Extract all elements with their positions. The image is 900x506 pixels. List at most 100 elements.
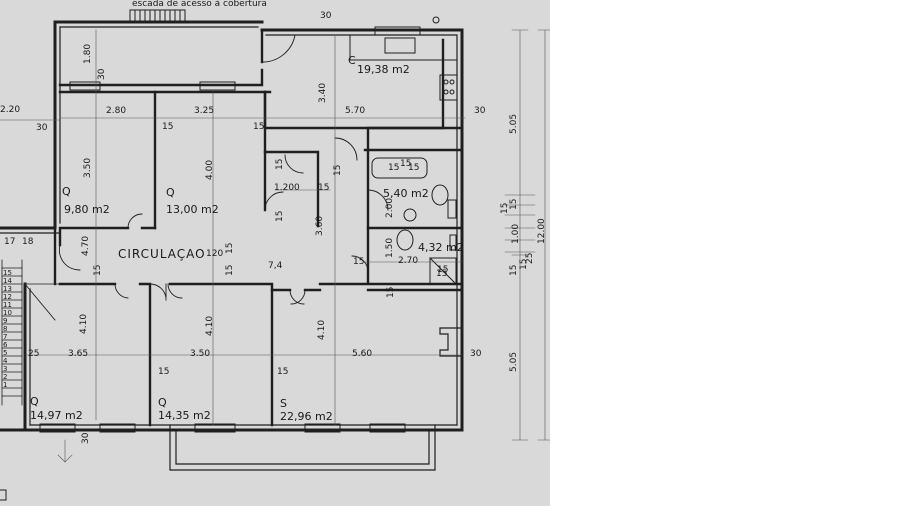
dim-label: 15 [275,210,285,222]
dim-label: 4.00 [205,159,215,180]
stair-step-number: 14 [3,277,12,285]
dim-label: 15 [318,183,330,193]
stair-step-number: 3 [3,365,8,373]
stair-step-number: 11 [3,301,12,309]
dim-label: 2.80 [106,106,127,116]
shower-label: 15 [436,269,448,279]
stair-step-number: 4 [3,357,8,365]
dim-label: 0 [294,183,300,193]
dim-label: 1.80 [83,43,93,64]
stair-step-number: 13 [3,285,12,293]
room-bedroom-3-area: 14,97 m2 [30,409,83,422]
room-bedroom-4-area: 14,35 m2 [158,409,211,422]
dim-label: 4.10 [79,313,89,334]
dimension-lines [0,29,550,463]
dim-label: 15 [93,264,103,276]
shower-label: 15 [408,163,420,173]
room-bathroom-1-area: 5,40 m2 [383,187,429,200]
dim-label: 30 [36,123,48,133]
room-living-area: 22,96 m2 [280,410,333,423]
dim-label: 15 [400,159,412,169]
dim-label: 120 [206,249,224,259]
outer-walls [0,20,464,432]
stair-step-number: 2 [3,373,8,381]
dim-label: 5.70 [345,106,366,116]
room-bathroom-2-area: 4,32 m2 [418,241,464,254]
dim-label: 2.70 [398,256,419,266]
dim-label: 5.05 [509,351,519,372]
dim-label: 1.00 [511,223,521,244]
dim-label: 30 [474,106,486,116]
circulation-label: CIRCULAÇAO [118,247,206,261]
dim-label: 15 [333,164,343,176]
dim-label: 15 [275,158,285,170]
dim-label: 12.00 [537,218,547,244]
stair-step-number: 5 [3,349,8,357]
dim-label: 4.10 [317,319,327,340]
roof-stair-note: escada de acesso à cobertura [132,0,267,9]
dim-label: 17 [4,237,16,247]
stair-step-number: 6 [3,341,8,349]
staircase [1,259,116,406]
dim-label: 15 [437,265,449,275]
dim-label: 3.40 [318,82,328,103]
stair-step-number: 9 [3,317,8,325]
floor-plan-drawing [0,9,550,501]
dim-label: 30 [470,349,482,359]
kitchen-counter [349,16,458,101]
room-bedroom-1-type: Q [62,185,71,198]
room-kitchen-type: C [348,54,356,67]
dim-label: 2.00 [385,197,395,218]
dim-label: 4.70 [81,235,91,256]
stair-step-number: 7 [3,333,8,341]
interior-walls [53,28,464,427]
dim-label: 5.05 [509,113,519,134]
dim-label: 3.25 [194,106,215,116]
dim-label: 25 [28,349,40,359]
dim-label: 4.10 [205,315,215,336]
dim-label: 15 [225,264,235,276]
dim-label: 25 [525,252,535,264]
dim-label: 18 [22,237,34,247]
windows [39,9,421,433]
dim-label: 15 [277,367,289,377]
dim-label: 30 [97,68,107,80]
dim-label: 15 [162,122,174,132]
dim-label: 1.50 [385,237,395,258]
stair-step-number: 12 [3,293,12,301]
bathroom-fixtures [371,157,457,285]
dim-label: 15 [253,122,265,132]
room-bedroom-4-type: Q [158,396,167,409]
dim-label: 30 [81,432,91,444]
dim-label: 1.20 [274,183,295,193]
dim-label: 5.60 [352,349,373,359]
dim-label: 30 [320,11,332,21]
room-bedroom-1-area: 9,80 m2 [64,203,110,216]
room-bedroom-3-type: Q [30,395,39,408]
dim-label: 15 [158,367,170,377]
dim-label: 3.65 [68,349,89,359]
dim-label: 15 [225,242,235,254]
blank-margin [550,0,900,506]
room-bedroom-2-area: 13,00 m2 [166,203,219,216]
dim-label: 3.50 [83,157,93,178]
dim-label: 15 [509,198,519,210]
shower-label: 15 [388,163,400,173]
stair-step-number: 8 [3,325,8,333]
dim-label: 2.20 [0,105,21,115]
floor-plan-sheet: escada de acesso à cobertura C 19,38 m2 … [0,0,550,506]
dim-label: 15 [353,257,365,267]
door-swings [58,34,389,305]
dim-label: 7,4 [268,261,283,271]
fireplace [439,327,463,357]
stair-step-number: 15 [3,269,12,277]
room-kitchen-area: 19,38 m2 [357,63,410,76]
dim-label: 3.60 [315,215,325,236]
dim-label: 3.50 [190,349,211,359]
stair-step-number: 1 [3,381,8,389]
dim-label: 15 [386,286,396,298]
dim-label: 15 [509,264,519,276]
room-living-type: S [280,397,287,410]
stair-step-number: 10 [3,309,12,317]
room-bedroom-2-type: Q [166,186,175,199]
